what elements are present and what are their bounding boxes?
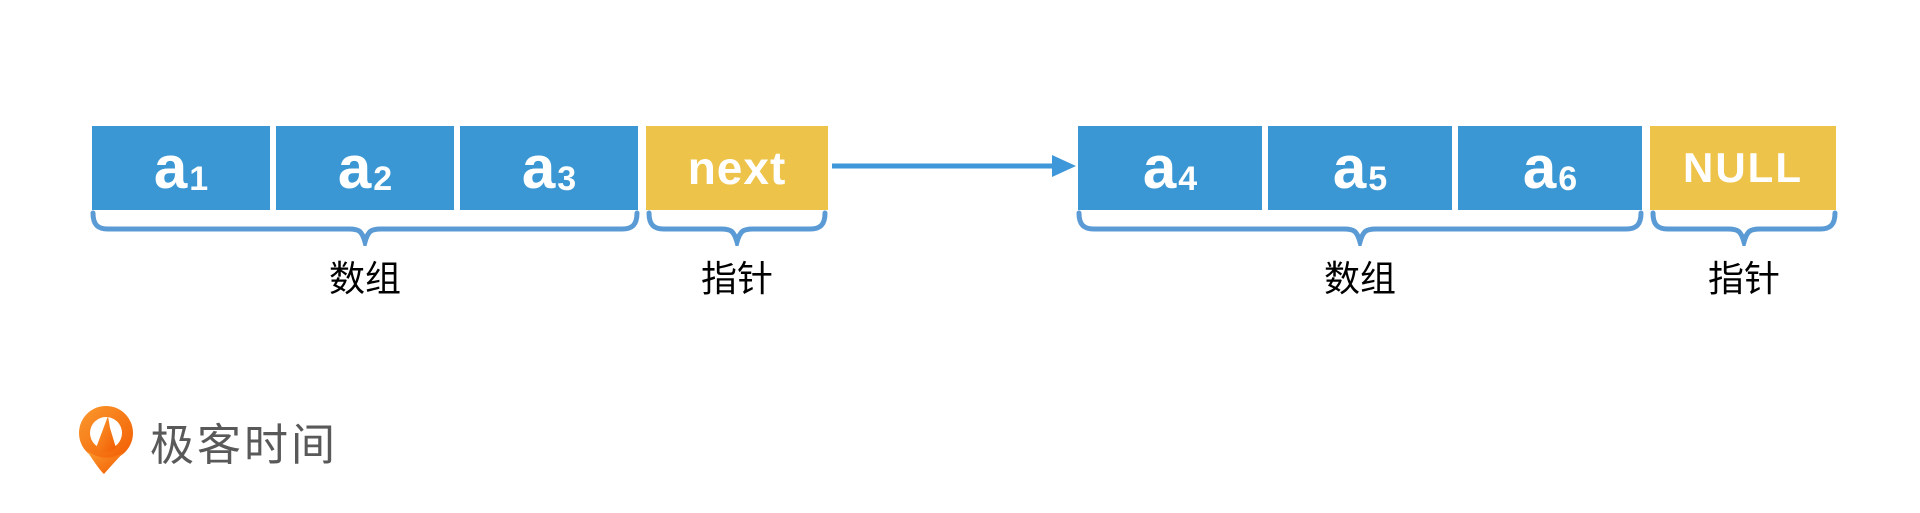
cell-value: a: [1142, 134, 1177, 201]
cell-subscript: 6: [1558, 160, 1578, 198]
node2-array-underbrace: [1076, 210, 1644, 246]
geektime-logo-text: 极客时间: [150, 421, 338, 470]
cell-subscript: 5: [1368, 160, 1388, 198]
cell-subscript: 3: [557, 160, 577, 198]
cell-value: a: [337, 134, 372, 201]
node1-pointer-label: 指针: [700, 258, 773, 299]
cell-subscript: 1: [189, 160, 209, 198]
pointer-cell-null: NULL: [1650, 126, 1836, 210]
node1-array-underbrace: [90, 210, 640, 246]
cell-value: a: [521, 134, 556, 201]
cell-value: a: [1332, 134, 1367, 201]
node1-array-label: 数组: [328, 258, 401, 299]
pointer-cell-next: next: [646, 126, 828, 210]
cell-value: a: [153, 134, 188, 201]
cell-subscript: 4: [1178, 160, 1198, 198]
pointer-cell-label: NULL: [1683, 144, 1803, 191]
pointer-cell-label: next: [687, 142, 787, 194]
cell-subscript: 2: [373, 160, 393, 198]
node1-pointer-underbrace: [646, 210, 828, 246]
geektime-logo: 极客时间: [76, 404, 338, 476]
node2-pointer-label: 指针: [1707, 258, 1780, 299]
next-pointer-arrow: [828, 148, 1080, 189]
node2-pointer-underbrace: [1650, 210, 1838, 246]
node2-array-label: 数组: [1323, 258, 1396, 299]
cell-value: a: [1522, 134, 1557, 201]
geektime-pin-clock-icon: [79, 406, 133, 474]
